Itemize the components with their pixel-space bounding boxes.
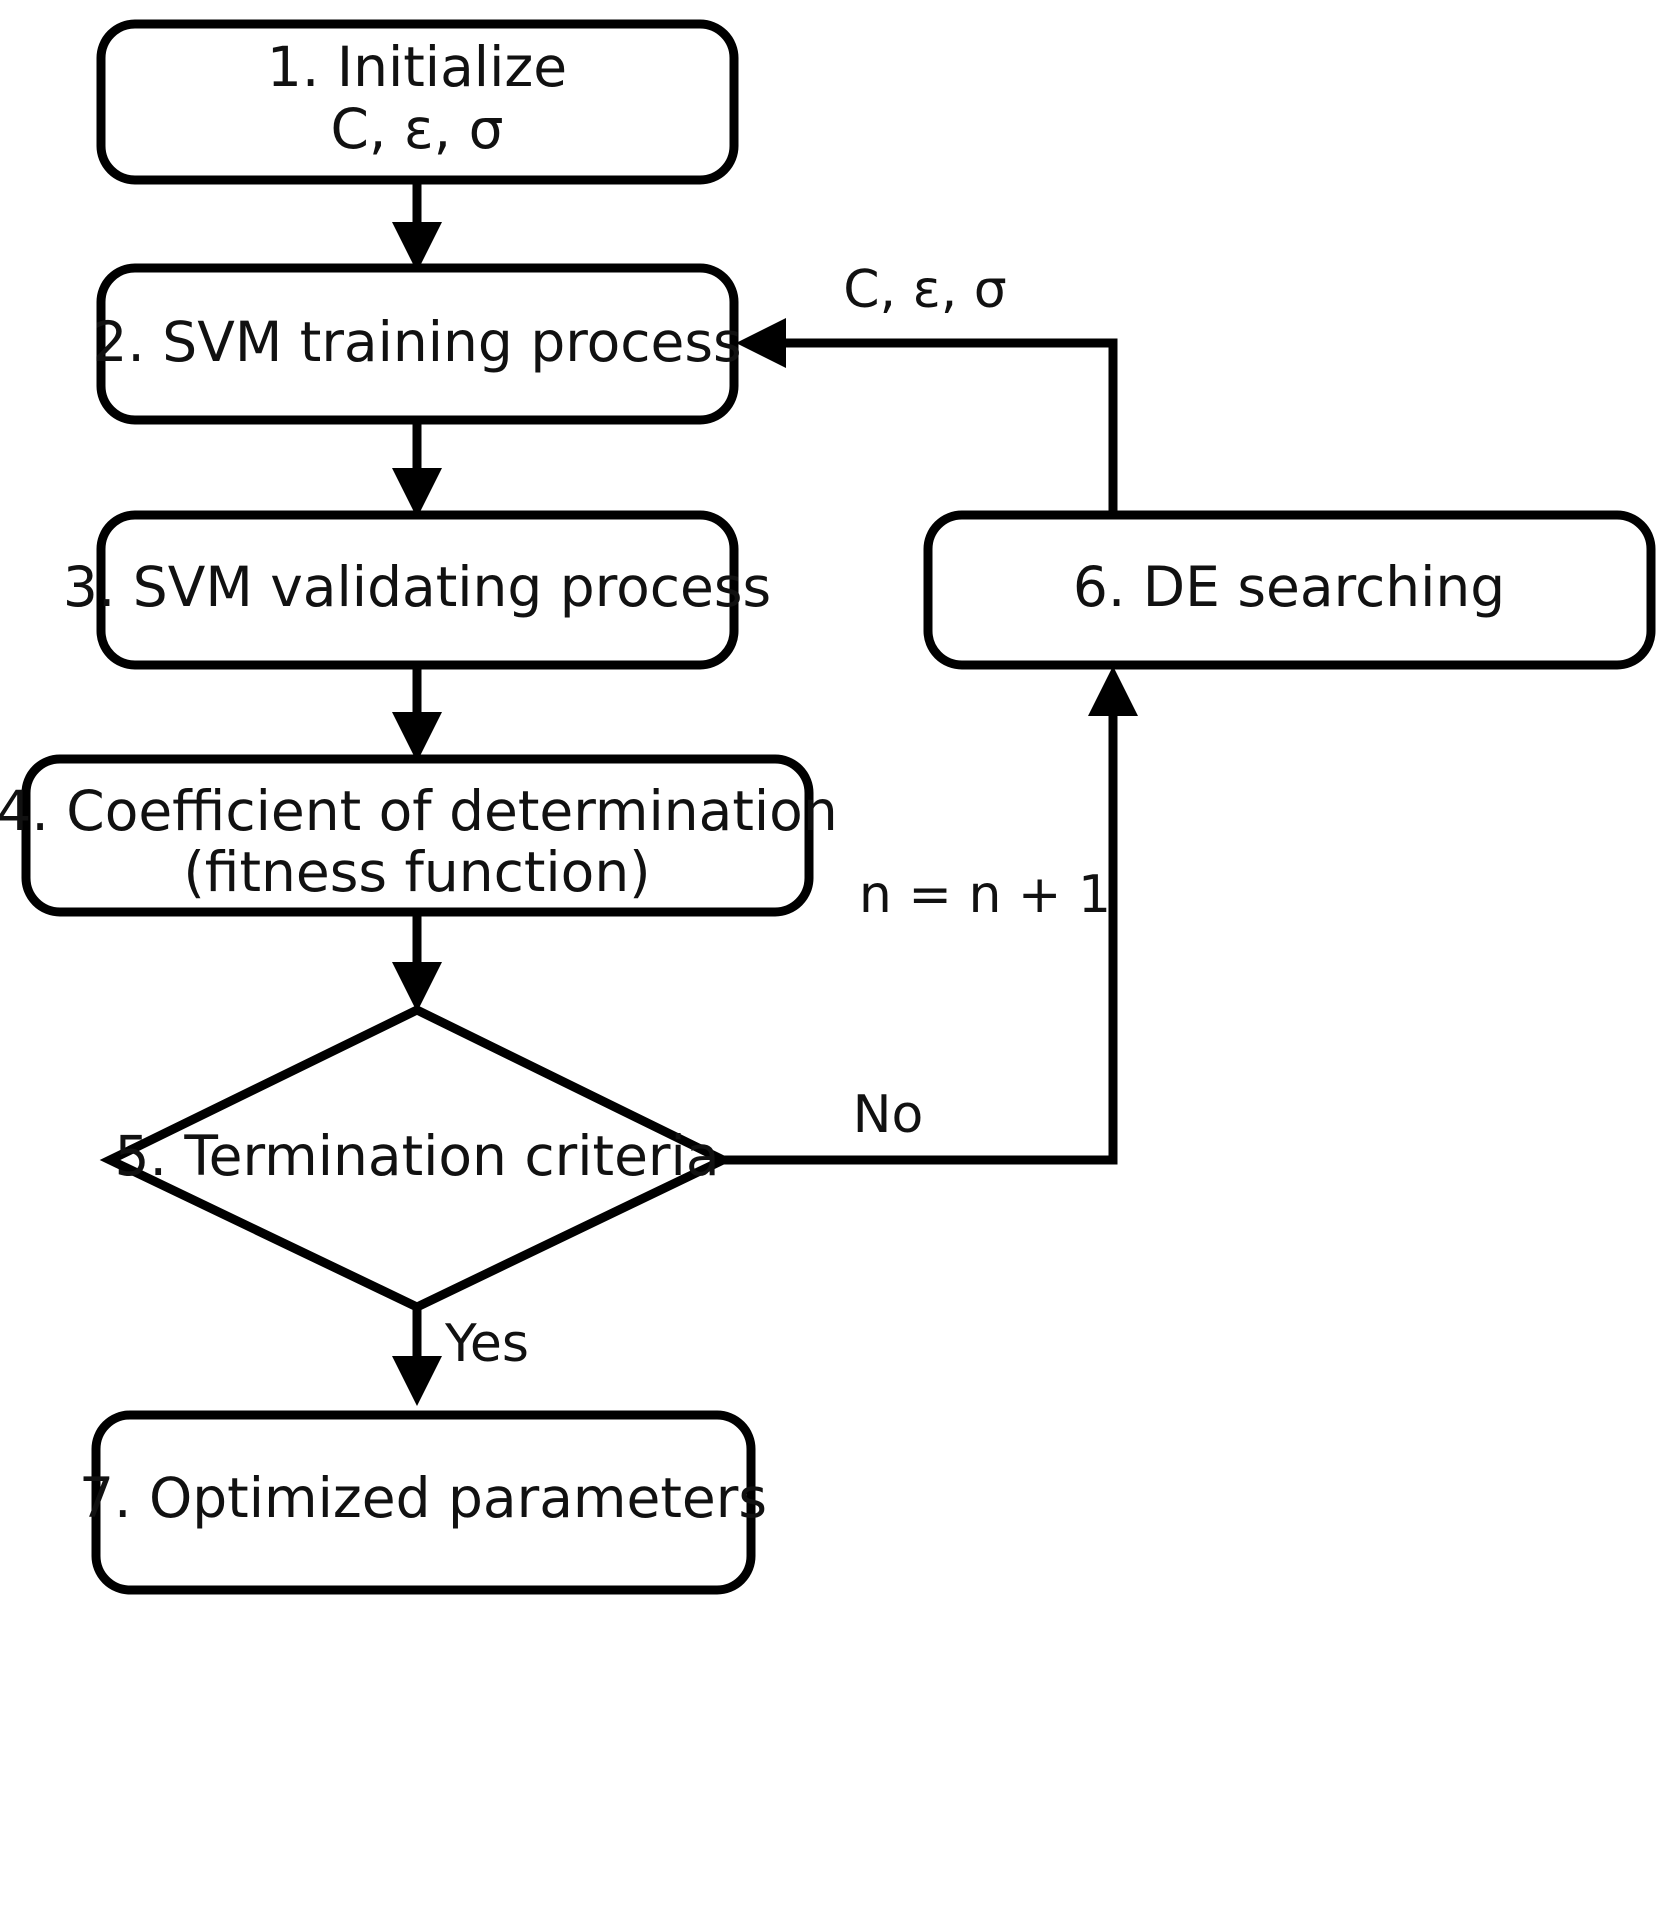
edge-line: [770, 338, 1118, 517]
edge-training-to-validating: [392, 420, 442, 518]
arrowhead-icon: [392, 468, 442, 518]
node-initialize-label-line1: 1. Initialize: [267, 35, 567, 99]
node-initialize-shape[interactable]: [96, 19, 739, 185]
edge-de-searching-to-training: [736, 318, 1118, 517]
edge-label-params: C, ε, σ: [843, 260, 1007, 320]
node-de-searching-shape[interactable]: [923, 510, 1656, 670]
edge-termination-yes-to-optimized: [392, 1305, 442, 1406]
node-fitness-function[interactable]: 4. Coefficient of determination (fitness…: [0, 754, 838, 917]
arrowhead-icon: [392, 962, 442, 1012]
edge-label-no: No: [853, 1085, 924, 1145]
arrowhead-icon: [1088, 666, 1138, 716]
node-svm-validating[interactable]: 3. SVM validating process: [63, 510, 771, 670]
edge-label-increment: n = n + 1: [859, 865, 1111, 925]
node-termination-criteria-shape[interactable]: [99, 1004, 734, 1312]
arrowhead-icon: [392, 1356, 442, 1406]
node-fitness-function-label-line2: (fitness function): [183, 840, 650, 904]
node-termination-criteria-label: 5. Termination criteria: [114, 1124, 719, 1188]
edge-initialize-to-training: [392, 180, 442, 272]
node-svm-training-shape[interactable]: [96, 263, 739, 425]
node-fitness-function-label-line1: 4. Coefficient of determination: [0, 779, 838, 843]
edge-validating-to-fitness: [392, 665, 442, 762]
node-optimized-parameters-label: 7. Optimized parameters: [79, 1466, 767, 1530]
node-de-searching-label: 6. DE searching: [1073, 555, 1505, 619]
edge-label-yes: Yes: [444, 1314, 529, 1374]
node-svm-validating-label: 3. SVM validating process: [63, 555, 771, 619]
node-fitness-function-shape[interactable]: [21, 754, 814, 917]
node-initialize-label-line2: C, ε, σ: [331, 97, 504, 161]
node-initialize[interactable]: 1. Initialize C, ε, σ: [96, 19, 739, 185]
node-svm-training[interactable]: 2. SVM training process: [92, 263, 742, 425]
node-de-searching[interactable]: 6. DE searching: [923, 510, 1656, 670]
node-svm-validating-shape[interactable]: [96, 510, 739, 670]
edge-line: [723, 700, 1118, 1165]
node-svm-training-label: 2. SVM training process: [92, 310, 741, 374]
edge-fitness-to-termination: [392, 912, 442, 1012]
arrowhead-icon: [392, 712, 442, 762]
node-optimized-parameters-shape[interactable]: [91, 1410, 756, 1595]
node-termination-criteria[interactable]: 5. Termination criteria: [99, 1004, 734, 1312]
edge-termination-no-to-de-searching: [723, 666, 1138, 1165]
arrowhead-icon: [736, 318, 786, 368]
arrowhead-icon: [392, 222, 442, 272]
node-optimized-parameters[interactable]: 7. Optimized parameters: [79, 1410, 767, 1595]
